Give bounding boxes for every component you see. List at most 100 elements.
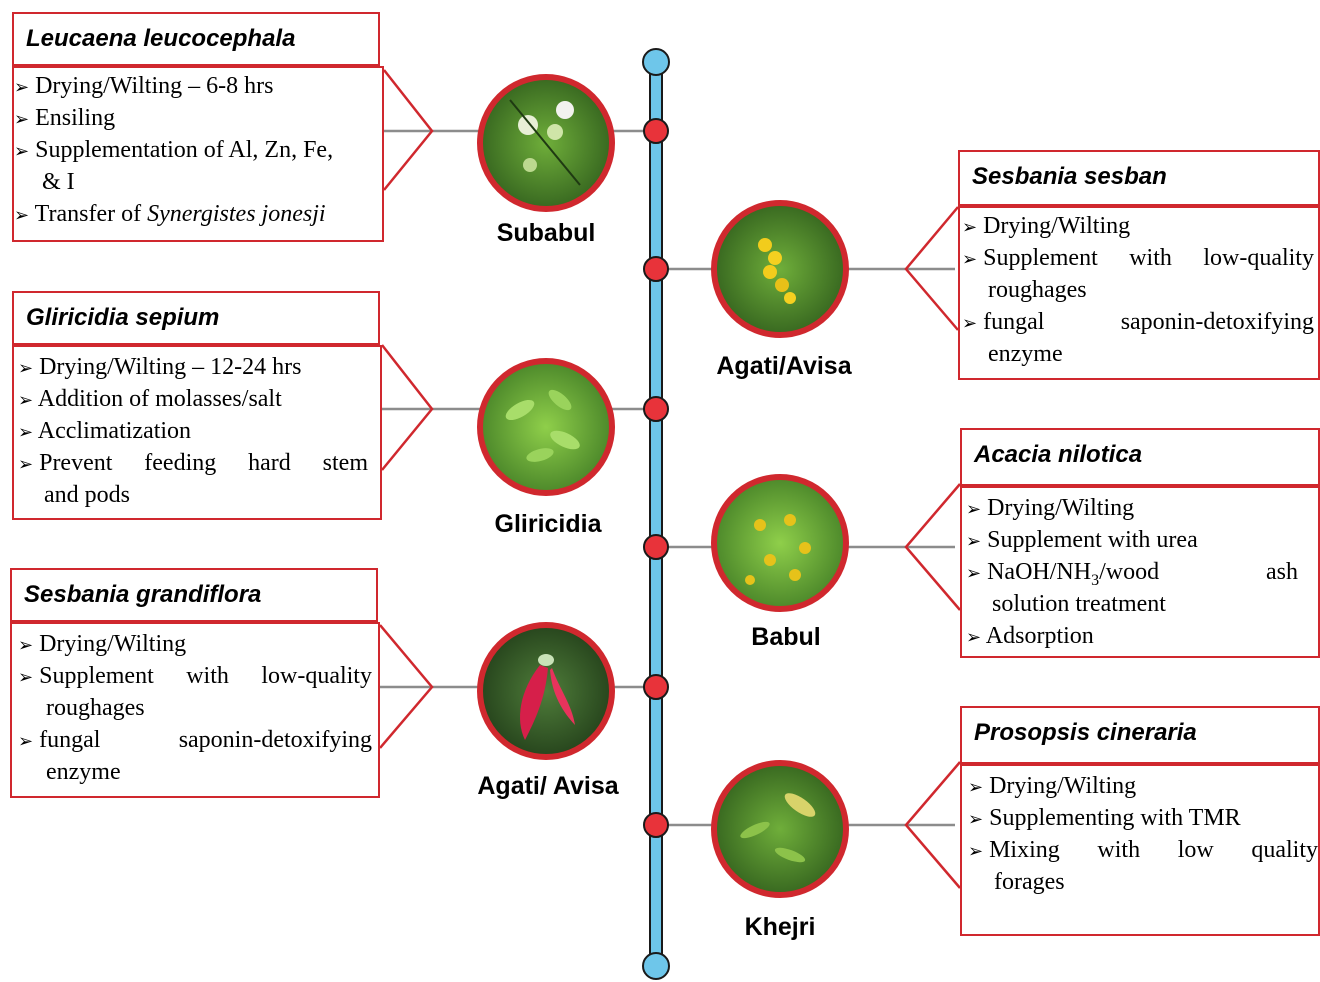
bullet-text: Prevent xyxy=(39,450,112,476)
bullet-text: fungal xyxy=(39,727,100,753)
bullet-item: ➢ Supplementing with TMR xyxy=(968,802,1241,836)
bullet-text: fungal xyxy=(983,309,1044,335)
bullet-continuation: roughages xyxy=(988,274,1087,306)
arrow-icon: ➢ xyxy=(18,635,33,656)
card-gliricidia: Gliricidia sepium ➢ Drying/Wilting – 12-… xyxy=(12,291,382,520)
bullet-text: Addition of molasses/salt xyxy=(38,386,282,412)
plant-label-agati-right: Agati/Avisa xyxy=(716,352,851,381)
bullet-text: Drying/Wilting xyxy=(987,495,1134,521)
card-sesbania-sesban: Sesbania sesban ➢ Drying/Wilting ➢ Suppl… xyxy=(958,150,1320,380)
bullet-item: ➢ Supplement with urea xyxy=(966,524,1198,558)
timeline-node-sesban xyxy=(644,257,668,281)
bullet-continuation: and pods xyxy=(44,479,130,511)
khejri-photo-icon xyxy=(714,763,846,895)
bullet-text: Transfer of xyxy=(35,201,141,227)
arrow-icon: ➢ xyxy=(962,217,977,238)
bullet-item: ➢ Supplementwithlow-quality xyxy=(962,242,1314,276)
plant-label-khejri: Khejri xyxy=(745,913,816,942)
bullet-item: ➢ fungal saponin-detoxifying xyxy=(18,724,372,758)
subabul-photo-icon xyxy=(480,77,612,209)
bullet-item: ➢ Acclimatization xyxy=(18,415,191,449)
bullet-item: ➢ Ensiling xyxy=(14,102,115,136)
arrow-icon: ➢ xyxy=(14,205,29,226)
bullet-continuation: forages xyxy=(994,866,1065,898)
bullet-text: Supplement with urea xyxy=(987,527,1198,553)
bullet-text: Supplementation of Al, Zn, Fe, xyxy=(35,137,333,163)
arrow-icon: ➢ xyxy=(968,777,983,798)
arrow-icon: ➢ xyxy=(968,841,983,862)
card-title-gliricidia: Gliricidia sepium xyxy=(12,291,380,345)
bullet-item: ➢ Adsorption xyxy=(966,620,1094,654)
bullet-text: stem xyxy=(323,447,368,481)
subscript-text: 3 xyxy=(1091,572,1099,589)
bullet-text: Drying/Wilting xyxy=(989,773,1136,799)
bullet-text: feeding xyxy=(144,447,216,481)
bullet-text: low-quality xyxy=(261,660,372,694)
card-title-sesbania-sesban: Sesbania sesban xyxy=(958,150,1320,206)
bullet-text: with xyxy=(1097,834,1140,868)
arrow-icon: ➢ xyxy=(966,531,981,552)
card-prosopis-cineraria: Prosopsis cineraria ➢ Drying/Wilting ➢ S… xyxy=(960,706,1320,936)
arrow-icon: ➢ xyxy=(18,454,33,475)
card-title-leucaena: Leucaena leucocephala xyxy=(12,12,380,66)
bullet-text: ash xyxy=(1266,556,1298,597)
gliricidia-photo-icon xyxy=(480,361,612,493)
card-body-gliricidia: ➢ Drying/Wilting – 12-24 hrs ➢ Addition … xyxy=(12,345,382,520)
bullet-continuation: enzyme xyxy=(988,338,1063,370)
bullet-item: ➢ Drying/Wilting xyxy=(966,492,1134,526)
bullet-text: low xyxy=(1178,834,1214,868)
arrow-icon: ➢ xyxy=(966,627,981,648)
bullet-text: with xyxy=(1129,242,1172,276)
arrow-icon: ➢ xyxy=(18,358,33,379)
agati-red-flower-photo-icon xyxy=(480,625,612,757)
bullet-text: Drying/Wilting xyxy=(983,213,1130,239)
bullet-text: NaOH/NH xyxy=(987,559,1091,585)
card-acacia-nilotica: Acacia nilotica ➢ Drying/Wilting ➢ Suppl… xyxy=(960,428,1320,658)
arrow-icon: ➢ xyxy=(14,141,29,162)
bullet-text: Supplementing with TMR xyxy=(989,805,1241,831)
plant-label-babul: Babul xyxy=(751,623,820,652)
bullet-text: Mixing xyxy=(989,837,1060,863)
bullet-text: saponin-detoxifying xyxy=(1121,306,1314,340)
timeline-cap-bottom xyxy=(643,953,669,979)
arrow-icon: ➢ xyxy=(18,731,33,752)
bullet-text: quality xyxy=(1251,834,1318,868)
arrow-icon: ➢ xyxy=(18,422,33,443)
bullet-item: ➢ fungalsaponin-detoxifying xyxy=(962,306,1314,340)
timeline-node-grandiflora xyxy=(644,675,668,699)
arrow-icon: ➢ xyxy=(18,390,33,411)
arrow-icon: ➢ xyxy=(14,77,29,98)
bullet-text: Ensiling xyxy=(35,105,115,131)
bullet-item: ➢ Transfer of Synergistes jonesji xyxy=(14,198,326,232)
bullet-item: ➢ Supplementation of Al, Zn, Fe, xyxy=(14,134,384,168)
bullet-item: ➢ Drying/Wilting – 12-24 hrs xyxy=(18,351,301,385)
plant-label-subabul: Subabul xyxy=(497,219,596,248)
timeline-node-subabul xyxy=(644,119,668,143)
card-title-sesbania-grandiflora: Sesbania grandiflora xyxy=(10,568,378,622)
card-body-leucaena: ➢ Drying/Wilting – 6-8 hrs ➢ Ensiling ➢ … xyxy=(12,66,384,242)
bullet-item: ➢ Drying/Wilting xyxy=(18,628,186,662)
bullet-item: ➢ Drying/Wilting – 6-8 hrs xyxy=(14,70,273,104)
bullet-continuation: solution treatment xyxy=(992,588,1166,620)
bullet-text: Drying/Wilting xyxy=(39,631,186,657)
bullet-item: ➢ Drying/Wilting xyxy=(962,210,1130,244)
babul-yellow-flower-photo-icon xyxy=(714,477,846,609)
bullet-text: saponin-detoxifying xyxy=(179,724,372,758)
bullet-text: Adsorption xyxy=(986,623,1094,649)
arrow-icon: ➢ xyxy=(18,667,33,688)
card-title-acacia-nilotica: Acacia nilotica xyxy=(960,428,1320,486)
arrow-icon: ➢ xyxy=(966,499,981,520)
bullet-item: ➢ Mixing with low quality xyxy=(968,834,1318,868)
bullet-text: Acclimatization xyxy=(38,418,191,444)
bullet-text: /wood xyxy=(1099,559,1159,585)
card-body-acacia-nilotica: ➢ Drying/Wilting ➢ Supplement with urea … xyxy=(960,486,1320,658)
sesban-yellow-flower-photo-icon xyxy=(714,203,846,335)
bullet-text: Drying/Wilting – 6-8 hrs xyxy=(35,73,273,99)
card-title-prosopis-cineraria: Prosopsis cineraria xyxy=(960,706,1320,764)
plant-label-gliricidia: Gliricidia xyxy=(495,510,602,539)
bullet-item: ➢ Drying/Wilting xyxy=(968,770,1136,804)
card-sesbania-grandiflora: Sesbania grandiflora ➢ Drying/Wilting ➢ … xyxy=(10,568,380,798)
bullet-text: Supplement xyxy=(39,663,154,689)
